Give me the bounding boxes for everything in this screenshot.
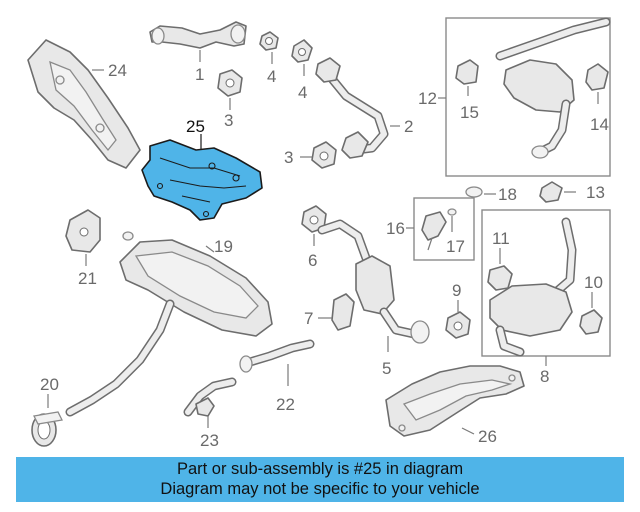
info-banner: Part or sub-assembly is #25 in diagram D… (16, 457, 624, 502)
group-box-rear-muffler (445, 17, 611, 177)
callout-20: 20 (40, 375, 59, 394)
part-14-hanger[interactable] (585, 63, 609, 104)
callout-21: 21 (78, 269, 97, 288)
part-4-gasket-a[interactable] (259, 31, 279, 64)
callout-23: 23 (200, 431, 219, 450)
part-24-heat-shield[interactable] (27, 39, 141, 169)
part-20-clamp[interactable] (31, 394, 63, 447)
callout-6: 6 (308, 251, 317, 270)
part-17-sensor-gasket[interactable] (447, 208, 457, 232)
callout-24: 24 (108, 61, 127, 80)
callout-3b: 3 (284, 148, 293, 167)
callout-10: 10 (584, 273, 603, 292)
part-5-catalytic-converter[interactable] (317, 219, 430, 352)
exhaust-system-diagram: 24 25 1 4 4 3 (27, 17, 611, 450)
callout-2: 2 (404, 117, 413, 136)
callout-11: 11 (492, 229, 510, 248)
callout-13: 13 (586, 183, 605, 202)
part-22-tailpipe[interactable] (239, 339, 315, 386)
part-26-heat-shield[interactable] (385, 365, 525, 437)
callout-4a: 4 (267, 67, 276, 86)
banner-line-2: Diagram may not be specific to your vehi… (160, 480, 480, 498)
part-7-bracket[interactable] (318, 293, 355, 331)
part-13-gasket[interactable] (539, 181, 576, 203)
callout-22: 22 (276, 395, 295, 414)
part-1-front-pipe[interactable] (149, 21, 247, 62)
callout-15: 15 (460, 103, 479, 122)
part-19-muffler-assembly[interactable] (65, 231, 273, 417)
part-3-gasket-lower[interactable] (300, 141, 337, 169)
part-21-bracket[interactable] (65, 209, 101, 266)
part-4-gasket-b[interactable] (291, 39, 313, 76)
callout-12: 12 (418, 89, 437, 108)
part-18-seal[interactable] (465, 186, 496, 198)
part-23-tail-pipe[interactable] (183, 377, 237, 428)
part-16-oxygen-sensor[interactable] (421, 211, 447, 251)
callout-18: 18 (498, 185, 517, 204)
part-9-gasket[interactable] (445, 300, 471, 339)
callout-25: 25 (186, 117, 205, 136)
part-15-hanger[interactable] (455, 59, 479, 96)
callout-4b: 4 (298, 83, 307, 102)
callout-7: 7 (304, 309, 313, 328)
part-25-heat-shield-highlighted[interactable] (141, 134, 263, 221)
part-3-gasket-upper[interactable] (217, 69, 243, 110)
callout-16: 16 (386, 219, 405, 238)
part-10-hanger[interactable] (579, 292, 603, 335)
banner-line-1: Part or sub-assembly is #25 in diagram (176, 460, 464, 478)
callout-17: 17 (446, 237, 465, 256)
part-12-rear-muffler[interactable] (495, 17, 611, 159)
callout-14: 14 (590, 115, 609, 134)
part-8-center-muffler[interactable] (489, 217, 577, 357)
callout-9: 9 (452, 281, 461, 300)
callout-5: 5 (382, 359, 391, 378)
part-2-front-pipe-flex[interactable] (315, 57, 400, 159)
part-11-hanger[interactable] (487, 248, 513, 291)
callout-19: 19 (214, 237, 233, 256)
callout-3a: 3 (224, 111, 233, 130)
callout-8: 8 (540, 367, 549, 386)
group-box-oxygen-sensor (413, 197, 475, 261)
callout-1: 1 (195, 65, 204, 84)
callout-26: 26 (478, 427, 497, 446)
